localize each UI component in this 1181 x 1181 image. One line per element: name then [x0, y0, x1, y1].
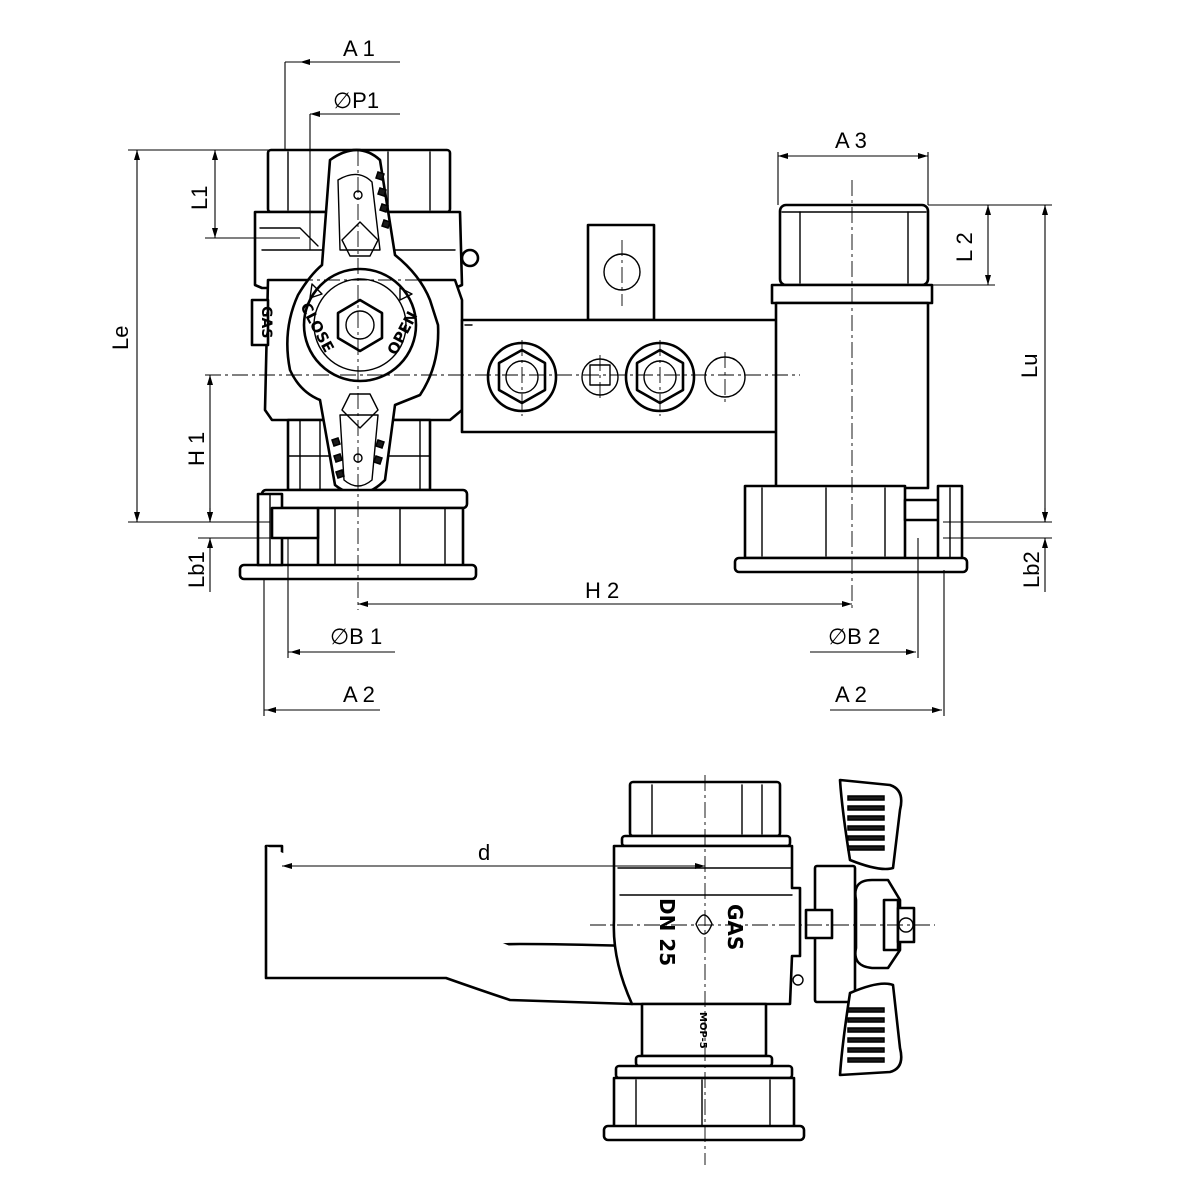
front-dimension-labels: A 1 ∅P1 A 3 L1 L 2 Le Lu H 1 Lb1 Lb2 H 2…	[108, 36, 1044, 707]
dim-d-label: d	[478, 840, 490, 865]
dim-l2-label: L 2	[952, 232, 977, 262]
dim-b1-label: ∅B 1	[330, 624, 382, 649]
front-view: GAS	[108, 36, 1052, 716]
mounting-bracket	[460, 223, 787, 434]
dim-h2-label: H 2	[585, 578, 619, 603]
dim-l1-label: L1	[187, 186, 212, 210]
gas-body-marking: GAS	[723, 904, 747, 950]
dim-lb2-label: Lb2	[1019, 551, 1044, 588]
dim-lb1-label: Lb1	[184, 551, 209, 588]
side-centre-lines	[590, 775, 935, 1165]
handle-grip-ticks	[331, 171, 391, 479]
side-handle-grip-ticks	[847, 795, 885, 1063]
mop-marking: MOP-5	[697, 1012, 708, 1049]
side-dimensions: d	[282, 840, 705, 869]
gas-side-marking: GAS	[258, 306, 274, 338]
side-lower-coupling: MOP-5	[602, 1002, 806, 1142]
side-view: DN 25 GAS	[264, 775, 935, 1165]
dim-p1-label: ∅P1	[333, 88, 379, 113]
dim-a1-label: A 1	[343, 36, 375, 61]
dim-le-label: Le	[108, 326, 133, 350]
dim-a2-right-label: A 2	[835, 682, 867, 707]
wall-bracket-arm	[264, 844, 634, 1006]
dim-b2-label: ∅B 2	[828, 624, 880, 649]
dn-marking: DN 25	[655, 898, 679, 966]
front-dimensions	[128, 59, 1052, 716]
dim-lu-label: Lu	[1017, 354, 1042, 378]
side-handle[interactable]	[792, 778, 916, 1077]
dim-a3-label: A 3	[835, 128, 867, 153]
left-coupling-nut	[238, 488, 478, 581]
right-coupling-nut	[733, 484, 969, 574]
dim-a2-left-label: A 2	[343, 682, 375, 707]
side-top-fitting	[620, 780, 792, 848]
dim-h1-label: H 1	[184, 432, 209, 466]
front-centre-lines	[205, 150, 853, 610]
